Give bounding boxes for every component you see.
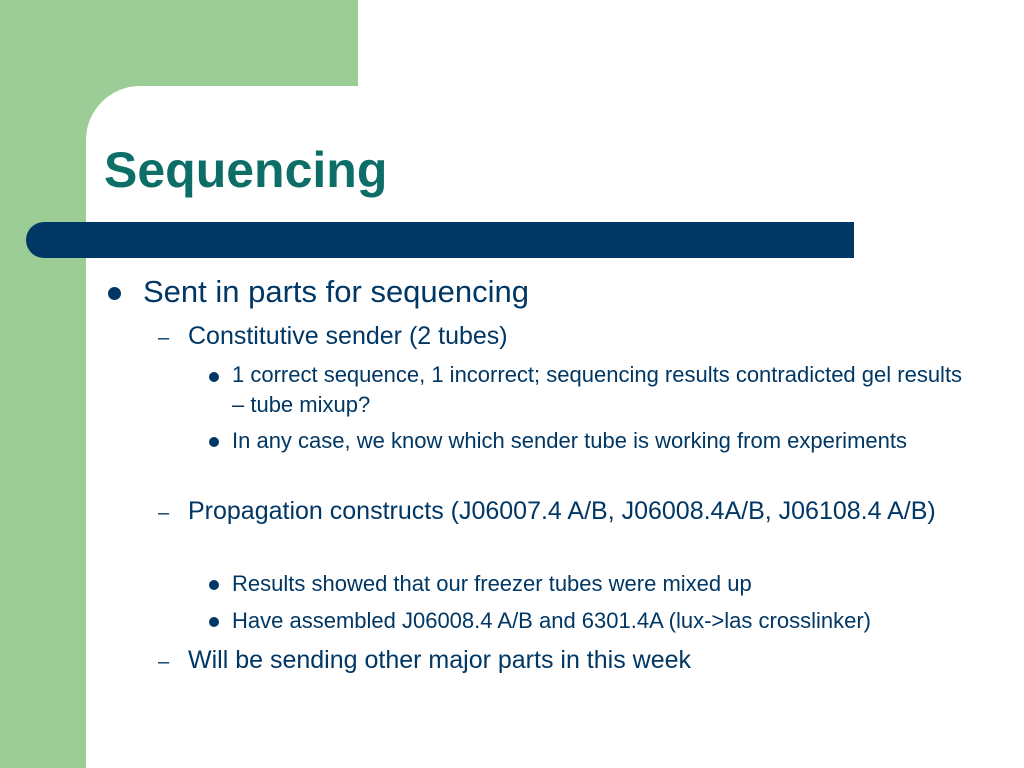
title-underline-bar	[26, 222, 854, 258]
white-panel	[86, 86, 1024, 768]
slide-title: Sequencing	[104, 142, 388, 198]
